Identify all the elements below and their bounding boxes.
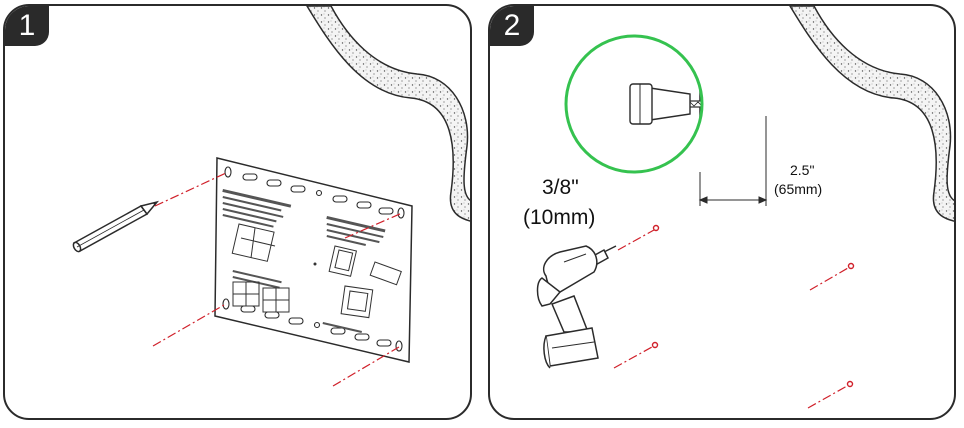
step-1-panel: 1 xyxy=(3,4,472,420)
step-number-badge: 1 xyxy=(5,6,49,46)
mounting-template xyxy=(214,157,413,363)
depth-dimension xyxy=(698,116,768,206)
step-1-illustration xyxy=(72,6,470,387)
step-2-panel: 2 xyxy=(488,4,956,420)
drill-detail-icon xyxy=(564,34,704,174)
wall-edge xyxy=(306,6,470,222)
step-2-illustration xyxy=(536,6,954,409)
drill-icon xyxy=(536,245,617,369)
step-number-badge: 2 xyxy=(490,6,534,46)
wall-edge xyxy=(789,6,954,222)
drill-guide-lines xyxy=(613,229,849,409)
drill-depth-mm-label: (65mm) xyxy=(774,181,823,197)
drill-hole-marker xyxy=(651,224,855,388)
marking-guide-lines xyxy=(152,172,403,387)
drill-depth-inches-label: 2.5" xyxy=(790,162,815,178)
pencil-icon xyxy=(72,200,160,253)
bit-size-inches-label: 3/8" xyxy=(542,176,579,199)
bit-size-mm-label: (10mm) xyxy=(523,206,596,229)
